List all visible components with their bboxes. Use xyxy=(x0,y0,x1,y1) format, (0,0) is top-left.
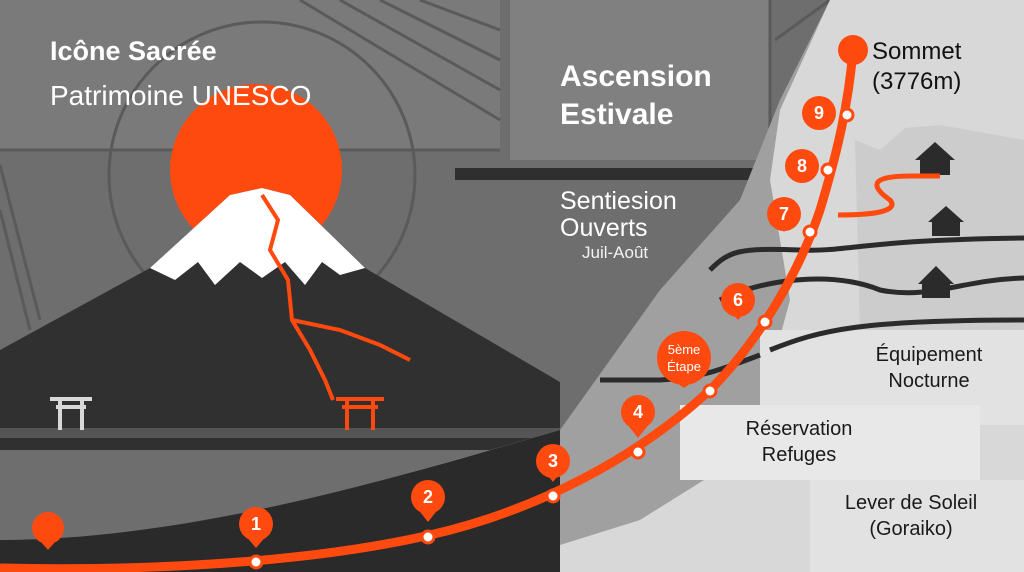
station-4-label: 4 xyxy=(632,402,643,422)
season-panel xyxy=(510,0,770,160)
torii-gate-right xyxy=(336,397,384,430)
detour-trail xyxy=(837,173,940,218)
lake-band xyxy=(0,428,560,438)
station-8-label: 8 xyxy=(796,156,807,176)
heading-title: Icône Sacrée xyxy=(50,36,217,66)
station-1 xyxy=(239,507,273,570)
station-5 xyxy=(657,331,718,399)
station-2 xyxy=(411,480,445,545)
summit-label: Sommet xyxy=(872,38,962,65)
lava-flows xyxy=(260,193,411,401)
station-9 xyxy=(802,96,855,130)
tip-sunrise-line-1: Lever de Soleil xyxy=(844,492,978,514)
season-line-2: Estivale xyxy=(560,98,674,131)
station-1-label: 1 xyxy=(250,514,261,534)
summit-marker xyxy=(838,35,868,65)
summit-altitude: (3776m) xyxy=(872,68,962,95)
mountain xyxy=(0,188,560,450)
trails-line-1: Sentiesion xyxy=(560,187,677,215)
station-3-label: 3 xyxy=(547,451,558,471)
tip-band-booking xyxy=(680,405,980,480)
station-8 xyxy=(785,149,836,183)
torii-gate-left xyxy=(50,397,92,430)
tip-booking-line-1: Réservation xyxy=(745,418,853,440)
station-6 xyxy=(721,283,773,330)
tip-equipment-line-2: Nocturne xyxy=(888,370,970,392)
snow-cap xyxy=(150,188,365,285)
dark-stripe xyxy=(455,168,755,180)
station-5-label-line-2: Étape xyxy=(667,359,701,374)
station-9-label: 9 xyxy=(813,103,824,123)
station-3 xyxy=(536,444,570,504)
station-5-label-line-1: 5ème xyxy=(667,342,701,357)
tip-booking-line-2: Refuges xyxy=(761,444,837,466)
station-2-label: 2 xyxy=(422,487,433,507)
heading-subtitle: Patrimoine UNESCO xyxy=(50,80,312,111)
season-line-1: Ascension xyxy=(560,60,712,93)
tip-band-sunrise xyxy=(810,480,1024,572)
start-marker xyxy=(32,512,64,550)
tip-equipment-line-1: Équipement xyxy=(875,344,983,366)
mountain-huts xyxy=(915,142,964,298)
trails-period: Juil-Août xyxy=(582,243,649,262)
ascent-trail xyxy=(0,49,858,572)
station-6-label: 6 xyxy=(732,290,743,310)
trails-line-2: Ouverts xyxy=(560,214,648,242)
station-4 xyxy=(621,395,655,460)
tip-sunrise-line-2: (Goraiko) xyxy=(869,518,953,540)
station-7 xyxy=(767,197,818,240)
station-7-label: 7 xyxy=(778,204,789,224)
